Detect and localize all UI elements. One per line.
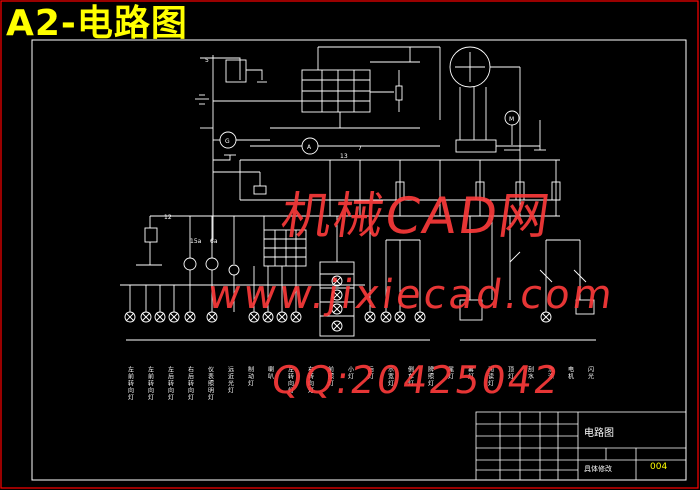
- legend-label: 刮水: [527, 365, 534, 380]
- lamp-icon: [331, 320, 343, 332]
- legend-label: 电机: [567, 365, 574, 380]
- component-labels: 15a 6a 5 7 12 13 A M G: [164, 57, 514, 245]
- lamp-icon: [540, 311, 552, 323]
- legend-label: 后灯: [367, 365, 374, 380]
- legend-label: 远近光灯: [227, 365, 234, 394]
- watermark-line3: QQ:20425042: [268, 358, 564, 402]
- lamp-symbols: [124, 275, 552, 332]
- label-motor: M: [509, 116, 514, 123]
- legend-label: 右后转向灯: [187, 365, 194, 401]
- lamp-icon: [331, 275, 343, 287]
- legend-label: 雾灯: [467, 365, 474, 380]
- legend-label: 仪表照明灯: [207, 366, 214, 401]
- label-7: 7: [358, 145, 362, 152]
- drawing-title: A2-电路图: [6, 3, 188, 44]
- legend-label: 示宽灯: [387, 366, 394, 387]
- title-block: [475, 411, 687, 481]
- watermark-line1: 机械CAD网: [277, 187, 556, 245]
- lamp-icon: [394, 311, 406, 323]
- lamp-icon: [154, 311, 166, 323]
- legend-label: 顶灯: [507, 366, 514, 380]
- lamp-icon: [276, 311, 288, 323]
- watermark-line2: www.jixiecad.com: [204, 272, 619, 318]
- sheet-title: 电路图: [584, 428, 614, 439]
- sheet-number: 004: [650, 462, 668, 472]
- label-15a: 15a: [190, 238, 202, 245]
- legend-label: 前照灯: [327, 365, 334, 387]
- legend-label: 阅读灯: [487, 365, 494, 387]
- legend-label: 牌照灯: [427, 365, 434, 387]
- lamp-icon: [184, 311, 196, 323]
- legend-label: 洗涤: [547, 365, 554, 380]
- lamp-icon: [168, 311, 180, 323]
- label-13: 13: [340, 153, 348, 160]
- legend-label: 右转向灯: [307, 365, 314, 394]
- label-12: 12: [164, 214, 172, 221]
- title-block-note: 具体修改: [584, 465, 612, 473]
- lamp-icon: [248, 311, 260, 323]
- wiring-network: [120, 46, 596, 341]
- lamp-icon: [140, 311, 152, 323]
- legend-label: 尾灯: [447, 366, 454, 380]
- lamp-icon: [124, 311, 136, 323]
- lamp-icon: [206, 311, 218, 323]
- label-6a: 6a: [210, 238, 218, 245]
- legend-label: 喇叭: [267, 365, 274, 380]
- lamp-icon: [414, 311, 426, 323]
- label-generator: G: [225, 138, 230, 145]
- legend-label: 左前转向灯: [127, 365, 134, 401]
- bottom-legend: 左前转向灯 左前转向灯 左后转向灯 右后转向灯 仪表照明灯 远近光灯 制动灯 喇叭 左转向灯 右转…: [127, 365, 594, 401]
- legend-label: 制动灯: [247, 365, 254, 387]
- legend-label: 左前转向灯: [147, 365, 154, 401]
- lamp-icon: [290, 311, 302, 323]
- label-5: 5: [205, 57, 209, 64]
- lamp-icon: [364, 311, 376, 323]
- lamp-icon: [262, 311, 274, 323]
- legend-label: 小灯: [347, 365, 354, 380]
- legend-label: 闪光: [587, 365, 594, 380]
- legend-label: 倒车灯: [407, 365, 414, 387]
- drawing-inner-border: [31, 39, 687, 481]
- lamp-icon: [380, 311, 392, 323]
- legend-label: 左后转向灯: [167, 365, 174, 401]
- legend-label: 左转向灯: [287, 365, 294, 394]
- lamp-icon: [331, 289, 343, 301]
- label-ammeter: A: [307, 144, 312, 151]
- lamp-icon: [331, 303, 343, 315]
